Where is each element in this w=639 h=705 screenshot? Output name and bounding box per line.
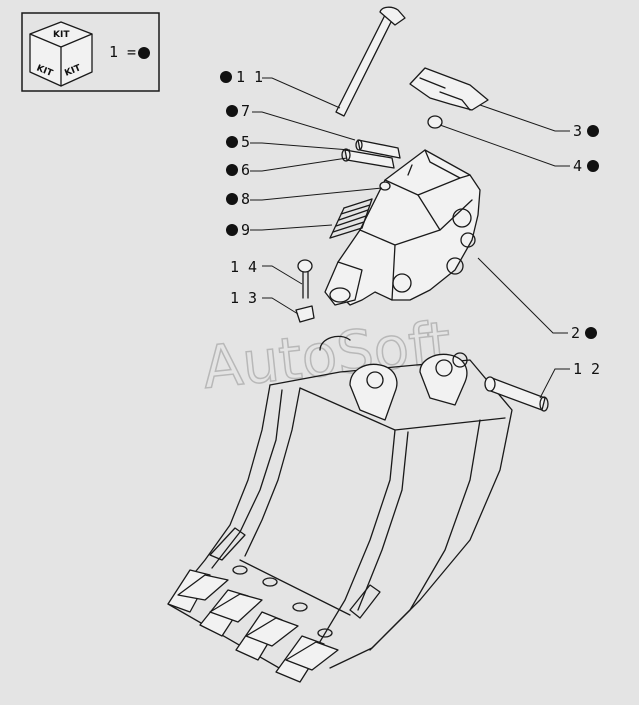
callout-4: 4 <box>573 157 582 175</box>
callout-dot-11 <box>220 71 232 83</box>
legend-equals: 1 = <box>109 43 136 61</box>
release-bar-part <box>335 6 406 117</box>
callout-dot-2 <box>585 327 597 339</box>
kit-marker-dot <box>138 47 150 59</box>
leader-lines <box>250 77 570 399</box>
callout-14: 1 4 <box>230 258 257 276</box>
callout-9: 9 <box>241 221 250 239</box>
callout-dot-7 <box>226 105 238 117</box>
callout-dot-9 <box>226 224 238 236</box>
callout-7: 7 <box>241 102 250 120</box>
callout-dot-5 <box>226 136 238 148</box>
kit-label-top: KIT <box>53 30 70 40</box>
callout-5: 5 <box>241 133 250 151</box>
bucket-teeth <box>167 527 381 683</box>
callout-dot-4 <box>587 160 599 172</box>
quick-coupler <box>324 149 481 306</box>
kit-legend: KIT KIT KIT 1 = <box>21 12 160 92</box>
bucket <box>167 335 513 683</box>
callout-dot-8 <box>226 193 238 205</box>
callout-12: 1 2 <box>573 360 600 378</box>
pins-group <box>341 139 401 191</box>
callout-labels: 1 1 7 5 6 8 9 1 4 1 3 3 4 2 1 2 <box>220 68 600 378</box>
callout-6: 6 <box>241 161 250 179</box>
callout-8: 8 <box>241 190 250 208</box>
spring-part <box>329 198 373 239</box>
nut-13-part <box>295 305 315 323</box>
callout-dot-6 <box>226 164 238 176</box>
callout-2: 2 <box>571 324 580 342</box>
bolt-part <box>297 259 313 299</box>
nut-part <box>427 115 443 129</box>
kit-cube-icon: KIT KIT KIT <box>29 21 93 87</box>
callout-dot-3 <box>587 125 599 137</box>
callout-3: 3 <box>573 122 582 140</box>
cover-part <box>409 67 489 111</box>
callout-11: 1 1 <box>236 68 263 86</box>
watermark: AutoSoft <box>199 308 454 402</box>
pivot-pin-part <box>484 376 549 412</box>
legend-frame <box>21 12 160 92</box>
callout-13: 1 3 <box>230 289 257 307</box>
